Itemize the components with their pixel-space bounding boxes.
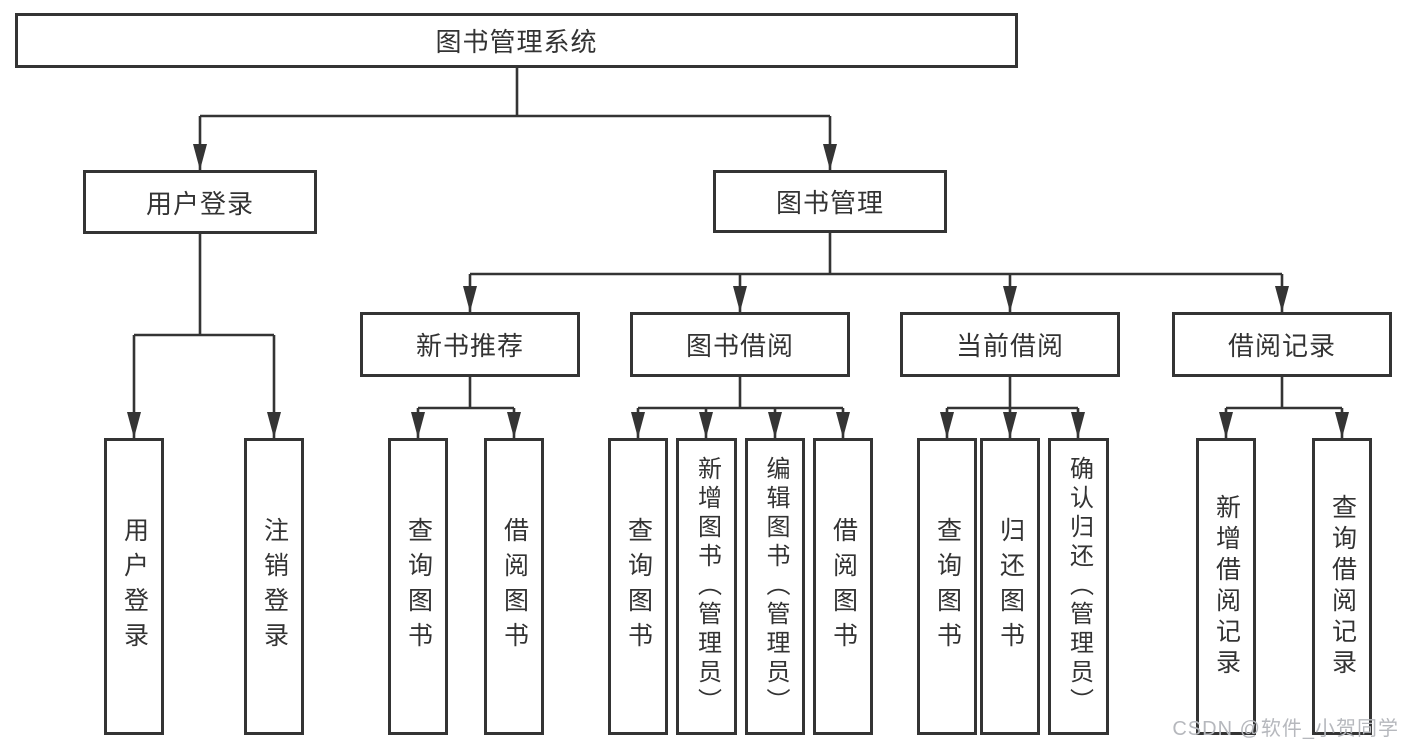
leaf-borrow-edit-books-admin: 编辑图书（管理员） — [745, 438, 805, 735]
leaf-current-confirm-return-admin: 确认归还（管理员） — [1048, 438, 1109, 735]
leaf-user-login: 用户登录 — [104, 438, 164, 735]
node-current-borrow: 当前借阅 — [900, 312, 1120, 377]
leaf-newbook-query-books: 查询图书 — [388, 438, 448, 735]
csdn-watermark: CSDN @软件_小贺同学 — [1172, 718, 1399, 740]
leaf-borrow-query-books: 查询图书 — [608, 438, 668, 735]
node-new-book-rec: 新书推荐 — [360, 312, 580, 377]
leaf-newbook-borrow-books: 借阅图书 — [484, 438, 544, 735]
leaf-borrow-add-books-admin: 新增图书（管理员） — [676, 438, 737, 735]
leaf-logout: 注销登录 — [244, 438, 304, 735]
connector-trunks — [134, 68, 1342, 410]
leaf-records-add-record: 新增借阅记录 — [1196, 438, 1256, 735]
node-user-login: 用户登录 — [83, 170, 317, 234]
node-book-mgmt: 图书管理 — [713, 170, 947, 233]
leaf-current-return-books: 归还图书 — [980, 438, 1040, 735]
node-root: 图书管理系统 — [15, 13, 1018, 68]
node-borrow-records: 借阅记录 — [1172, 312, 1392, 377]
leaf-current-query-books: 查询图书 — [917, 438, 977, 735]
node-book-borrow: 图书借阅 — [630, 312, 850, 377]
leaf-records-query-record: 查询借阅记录 — [1312, 438, 1372, 735]
leaf-borrow-borrow-books: 借阅图书 — [813, 438, 873, 735]
